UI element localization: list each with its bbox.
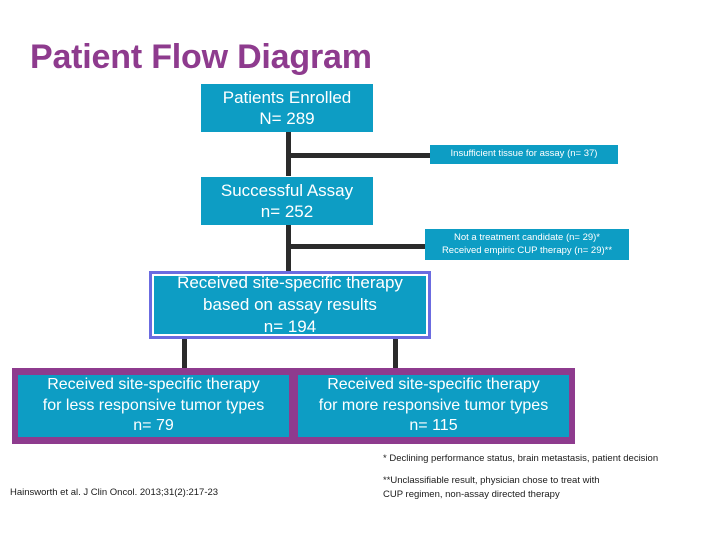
box-patients-enrolled: Patients Enrolled N= 289	[201, 84, 373, 132]
footnote-single-star-text: * Declining performance status, brain me…	[383, 453, 659, 464]
footnote-double-star: **Unclassifiable result, physician chose…	[383, 474, 713, 502]
bottom-outcome-group: Received site-specific therapy for less …	[12, 368, 575, 444]
box-site-specific-therapy-line1: Received site-specific therapy	[177, 272, 403, 292]
connector-to-more-responsive	[393, 337, 398, 373]
box-successful-assay-line2: n= 252	[260, 202, 314, 221]
box-successful-assay: Successful Assay n= 252	[201, 177, 373, 225]
box-patients-enrolled-line1: Patients Enrolled	[222, 87, 352, 107]
box-less-responsive-line2: for less responsive tumor types	[42, 396, 265, 414]
box-more-responsive-line3: n= 115	[409, 417, 458, 435]
footnote-single-star: * Declining performance status, brain me…	[383, 452, 713, 466]
note-not-treatment-candidate-line2: Received empiric CUP therapy (n= 29)**	[441, 244, 613, 256]
box-more-responsive-line1: Received site-specific therapy	[327, 375, 540, 393]
connector-branch-insufficient-tissue	[286, 153, 432, 158]
box-more-responsive-tumor-types: Received site-specific therapy for more …	[298, 375, 569, 437]
footnote-double-star-line1: **Unclassifiable result, physician chose…	[383, 474, 600, 486]
box-less-responsive-line3: n= 79	[133, 417, 174, 435]
footnotes: * Declining performance status, brain me…	[383, 452, 713, 501]
box-site-specific-therapy-line2: based on assay results	[203, 294, 377, 314]
box-site-specific-therapy: Received site-specific therapy based on …	[149, 271, 431, 339]
note-insufficient-tissue: Insufficient tissue for assay (n= 37)	[430, 145, 618, 164]
box-more-responsive-line2: for more responsive tumor types	[318, 396, 549, 414]
box-less-responsive-line1: Received site-specific therapy	[47, 375, 260, 393]
note-insufficient-tissue-line1: Insufficient tissue for assay (n= 37)	[450, 148, 598, 160]
footnote-double-star-line2: CUP regimen, non-assay directed therapy	[383, 488, 560, 500]
box-patients-enrolled-line2: N= 289	[259, 109, 315, 128]
box-less-responsive-tumor-types: Received site-specific therapy for less …	[18, 375, 289, 437]
connector-assay-to-site-specific	[286, 225, 291, 274]
page-title: Patient Flow Diagram	[30, 38, 372, 76]
connector-branch-not-candidate	[286, 244, 427, 249]
note-not-treatment-candidate-line1: Not a treatment candidate (n= 29)*	[453, 231, 601, 243]
box-site-specific-therapy-line3: n= 194	[263, 317, 317, 337]
citation: Hainsworth et al. J Clin Oncol. 2013;31(…	[10, 487, 219, 498]
connector-to-less-responsive	[182, 337, 187, 373]
note-not-treatment-candidate: Not a treatment candidate (n= 29)* Recei…	[425, 229, 629, 260]
box-successful-assay-line1: Successful Assay	[220, 180, 354, 200]
